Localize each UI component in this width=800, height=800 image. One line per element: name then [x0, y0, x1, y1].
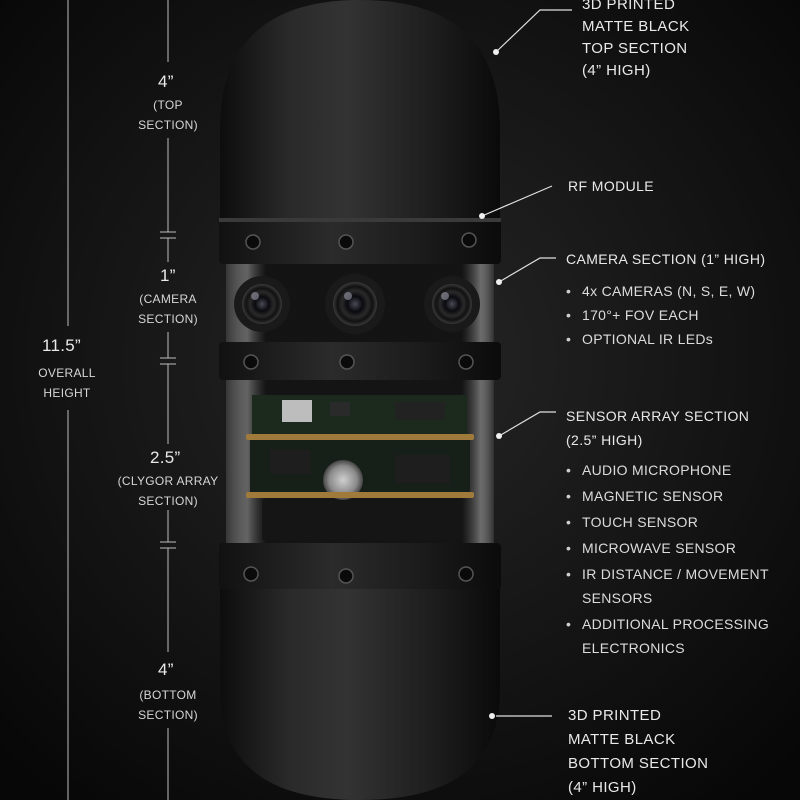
- sensor-label-line1: (CLYGOR ARRAY: [117, 474, 219, 488]
- bottom-callout-line2: MATTE BLACK: [568, 731, 676, 748]
- camera-height-value: 1”: [160, 266, 176, 285]
- list-item-line1: IR DISTANCE / MOVEMENT: [582, 566, 769, 582]
- bottom-callout-line3: BOTTOM SECTION: [568, 755, 709, 772]
- list-item: 170°+ FOV EACH: [566, 303, 755, 327]
- list-item: TOUCH SENSOR: [566, 510, 769, 534]
- list-item-line1: ADDITIONAL PROCESSING: [582, 616, 770, 632]
- top-height-label: (TOP SECTION): [128, 98, 208, 132]
- sensor-height-value: 2.5”: [150, 448, 181, 467]
- list-item: 4x CAMERAS (N, S, E, W): [566, 279, 755, 303]
- camera-label-line2: SECTION): [138, 312, 198, 326]
- top-label-line1: (TOP: [153, 98, 183, 112]
- top-section-callout: 3D PRINTED MATTE BLACK TOP SECTION (4” H…: [582, 0, 689, 82]
- sensor-title-line1: SENSOR ARRAY SECTION: [566, 408, 750, 424]
- bottom-section-callout: 3D PRINTED MATTE BLACK BOTTOM SECTION (4…: [568, 704, 708, 800]
- overall-label-line2: HEIGHT: [43, 386, 91, 400]
- list-item: AUDIO MICROPHONE: [566, 458, 769, 482]
- camera-height-label: (CAMERA SECTION): [128, 292, 208, 326]
- list-item: MICROWAVE SENSOR: [566, 536, 769, 560]
- camera-label-line1: (CAMERA: [139, 292, 197, 306]
- list-item: OPTIONAL IR LEDs: [566, 327, 755, 351]
- bottom-label-line2: SECTION): [138, 708, 198, 722]
- bottom-height-value: 4”: [158, 660, 174, 679]
- top-callout-line3: TOP SECTION: [582, 40, 688, 57]
- bottom-callout-line4: (4” HIGH): [568, 779, 637, 796]
- top-callout-line2: MATTE BLACK: [582, 18, 690, 35]
- overall-height-value: 11.5”: [42, 336, 81, 355]
- top-callout-line1: 3D PRINTED: [582, 0, 676, 13]
- rf-module-label: RF MODULE: [568, 178, 655, 194]
- sensor-features-list: AUDIO MICROPHONE MAGNETIC SENSOR TOUCH S…: [566, 458, 769, 660]
- bottom-label-line1: (BOTTOM: [139, 688, 197, 702]
- sensor-section-title: SENSOR ARRAY SECTION (2.5” HIGH): [566, 404, 749, 452]
- top-callout-line4: (4” HIGH): [582, 62, 651, 79]
- bottom-callout-line1: 3D PRINTED: [568, 707, 662, 724]
- bottom-height-label: (BOTTOM SECTION): [128, 688, 208, 722]
- top-label-line2: SECTION): [138, 118, 198, 132]
- sensor-height-label: (CLYGOR ARRAY SECTION): [113, 474, 223, 508]
- list-item: IR DISTANCE / MOVEMENT SENSORS: [566, 562, 769, 610]
- top-height-value: 4”: [158, 72, 174, 91]
- overall-height-label: OVERALL HEIGHT: [32, 366, 102, 400]
- camera-features-list: 4x CAMERAS (N, S, E, W) 170°+ FOV EACH O…: [566, 279, 755, 351]
- list-item-line2: ELECTRONICS: [582, 640, 685, 656]
- sensor-title-line2: (2.5” HIGH): [566, 432, 643, 448]
- list-item: MAGNETIC SENSOR: [566, 484, 769, 508]
- list-item-line2: SENSORS: [582, 590, 653, 606]
- camera-section-title: CAMERA SECTION (1” HIGH): [566, 251, 766, 267]
- list-item: ADDITIONAL PROCESSING ELECTRONICS: [566, 612, 769, 660]
- overall-label-line1: OVERALL: [38, 366, 96, 380]
- sensor-label-line2: SECTION): [138, 494, 198, 508]
